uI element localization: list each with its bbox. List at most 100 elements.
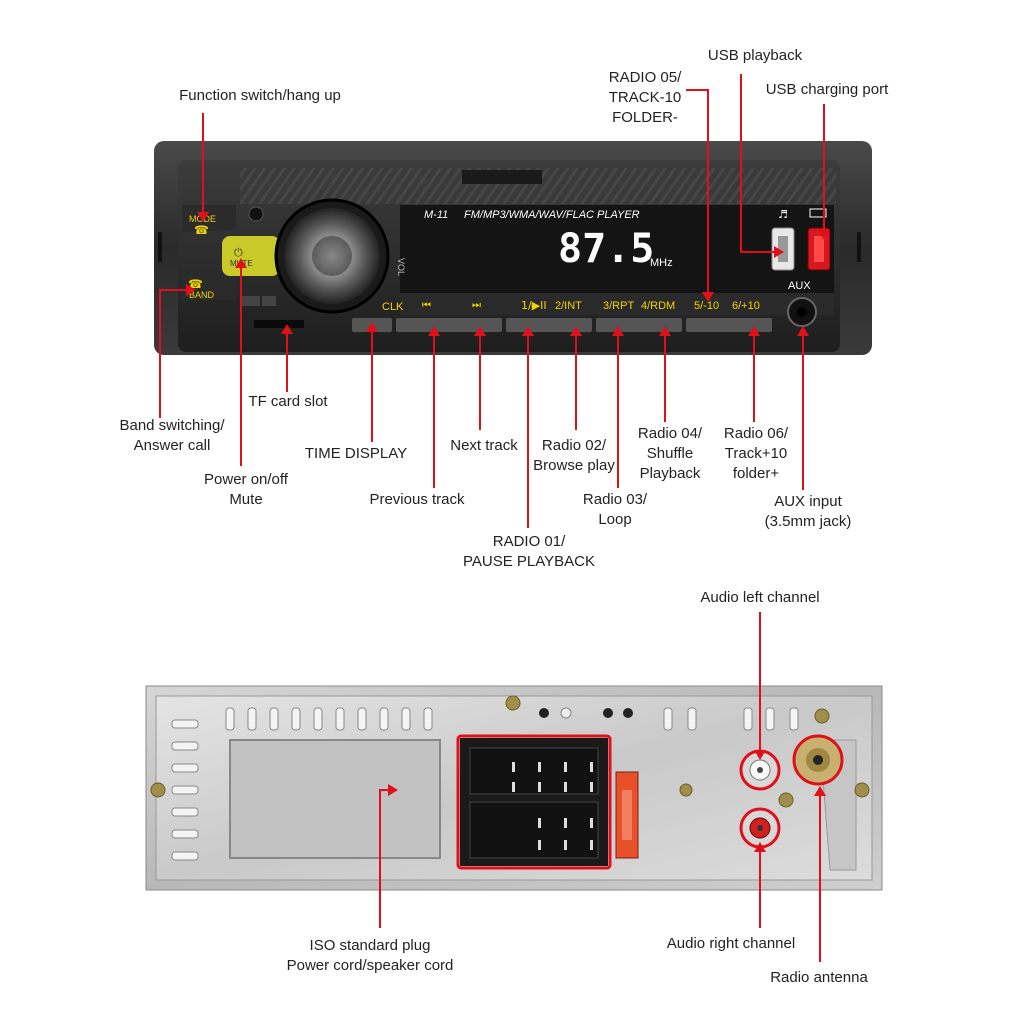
next-icon: ⏭ — [472, 300, 481, 311]
arrow-iso — [388, 784, 398, 796]
label-radio04-line3: Playback — [639, 465, 701, 482]
btn-5-6[interactable] — [686, 318, 772, 332]
arrow-audio-right — [754, 842, 766, 852]
fuse-inner — [622, 790, 632, 840]
vent-slot-left — [171, 741, 199, 751]
usb-charging-inner — [814, 236, 824, 262]
vent-slot-left — [171, 785, 199, 795]
arrow-time — [366, 322, 378, 332]
iso-pin — [590, 782, 593, 792]
btn-label-1: 1/▶II — [521, 299, 547, 312]
button-legend-strip — [400, 293, 834, 315]
iso-pin — [538, 840, 541, 850]
label-usb-charging: USB charging port — [765, 81, 889, 98]
label-radio03-line1: Radio 03/ — [582, 491, 648, 508]
label-radio05-line2: TRACK-10 — [608, 89, 682, 106]
iso-pin — [538, 818, 541, 828]
arrow-prev — [428, 326, 440, 336]
label-radio02-line1: Radio 02/ — [541, 437, 607, 454]
iso-pins — [512, 762, 593, 850]
vent-slot-top — [743, 707, 753, 731]
vent-slot-left — [171, 829, 199, 839]
label-radio01-line1: RADIO 01/ — [492, 533, 566, 550]
label-iso-plug: ISO standard plug Power cord/speaker cor… — [280, 936, 460, 976]
label-iso-line1: ISO standard plug — [309, 937, 431, 954]
screw-top — [505, 695, 521, 711]
iso-pin — [564, 818, 567, 828]
prev-next-button[interactable] — [396, 318, 502, 332]
label-band-line2: Answer call — [133, 437, 211, 454]
label-time-display: TIME DISPLAY — [304, 445, 408, 462]
screw-right-mid — [778, 792, 794, 808]
btn-1-2[interactable] — [506, 318, 592, 332]
label-radio06: Radio 06/ Track+10 folder+ — [710, 424, 802, 484]
screw-right-top — [814, 708, 830, 724]
prev-icon: ⏮ — [422, 300, 431, 311]
arrow-radio06 — [748, 326, 760, 336]
screw-right-edge — [854, 782, 870, 798]
label-band-switch: Band switching/ Answer call — [102, 416, 242, 456]
mode-button[interactable] — [182, 205, 236, 232]
iso-pin — [564, 762, 567, 772]
band-button[interactable] — [182, 270, 236, 300]
aux-jack-hole — [797, 307, 807, 317]
front-panel — [154, 141, 872, 355]
label-radio06-line3: folder+ — [732, 465, 780, 482]
vent-slot-left — [171, 763, 199, 773]
label-radio04: Radio 04/ Shuffle Playback — [624, 424, 716, 484]
rear-panel — [145, 685, 883, 891]
usb-playback-inner — [778, 236, 788, 262]
label-radio05: RADIO 05/ TRACK-10 FOLDER- — [590, 68, 700, 128]
ir-sensor — [248, 206, 264, 222]
rca-left-pin — [757, 767, 763, 773]
vent-slot-left — [171, 807, 199, 817]
mute-button[interactable] — [222, 236, 280, 276]
label-usb-playback: USB playback — [707, 47, 803, 64]
arrow-radio03 — [612, 326, 624, 336]
vent-slots-left — [171, 719, 199, 861]
btn-3-4[interactable] — [596, 318, 682, 332]
vent-slot-top — [401, 707, 411, 731]
side-clip-right — [857, 232, 861, 262]
band-label: BAND — [189, 290, 215, 300]
arrow-usb-charging — [818, 230, 830, 240]
arrow-power — [235, 258, 247, 268]
iso-pin — [590, 840, 593, 850]
hole-4 — [623, 708, 633, 718]
aux-label: AUX — [788, 280, 811, 292]
label-prev-track: Previous track — [369, 491, 465, 508]
vent-slot-top — [663, 707, 673, 731]
vent-slot-left — [171, 851, 199, 861]
btn-label-3: 3/RPT — [603, 300, 634, 312]
label-radio-antenna: Radio antenna — [770, 969, 868, 986]
leader-usb-playback — [740, 74, 776, 253]
vent-slot-top — [335, 707, 345, 731]
model-text: M-11 — [424, 209, 448, 221]
label-radio03: Radio 03/ Loop — [570, 490, 660, 530]
label-power-line1: Power on/off — [204, 471, 288, 488]
btn-label-2: 2/INT — [555, 300, 582, 312]
vent-slot-left — [171, 719, 199, 729]
vent-slot-top — [313, 707, 323, 731]
arrow-radio05 — [702, 292, 714, 302]
frequency-unit: MHz — [650, 257, 673, 269]
label-radio05-line1: RADIO 05/ — [608, 69, 682, 86]
label-radio06-line2: Track+10 — [724, 445, 788, 462]
vent-slot-top — [269, 707, 279, 731]
leader-band — [159, 289, 190, 418]
iso-pin — [564, 782, 567, 792]
iso-pin — [590, 762, 593, 772]
vent-slot-top — [247, 707, 257, 731]
tf-card-slot[interactable] — [254, 320, 304, 328]
arrow-antenna — [814, 786, 826, 796]
music-note-icon: ♬ — [778, 208, 788, 221]
arrow-function — [197, 212, 209, 222]
label-radio02-line2: Browse play — [533, 457, 615, 474]
vent-slot-top — [789, 707, 799, 731]
bottom-button-row — [352, 318, 772, 332]
iso-highlight — [456, 734, 612, 870]
label-power: Power on/off Mute — [186, 470, 306, 510]
arrow-band — [186, 284, 196, 296]
label-radio04-line2: Shuffle — [646, 445, 694, 462]
